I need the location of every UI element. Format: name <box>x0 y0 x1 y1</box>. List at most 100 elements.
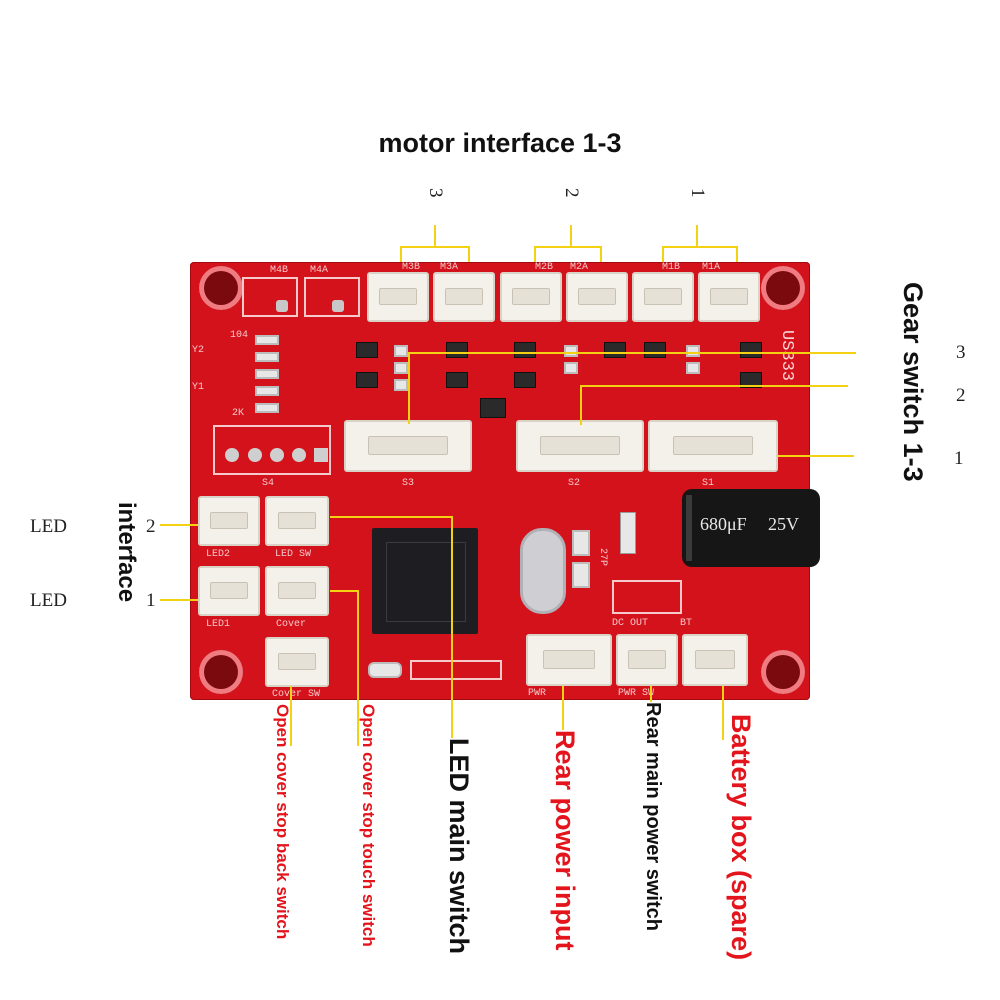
capacitor-27p <box>572 562 590 588</box>
capacitor-stripe <box>686 495 692 561</box>
silk-cover: Cover <box>276 619 307 630</box>
s4-pin <box>248 448 262 462</box>
connector-s3 <box>344 420 472 472</box>
gear-number-1: 1 <box>954 448 964 469</box>
capacitor-27p <box>572 530 590 556</box>
motor-number-2: 2 <box>561 188 582 198</box>
connector-pwr-sw <box>616 634 678 686</box>
mounting-hole-bottom-left <box>199 650 243 694</box>
connector-m2b <box>500 272 562 322</box>
silk-pwr: PWR <box>528 688 547 699</box>
rear-main-power-switch-label: Rear main power switch <box>642 702 664 931</box>
led1-number: 1 <box>146 590 156 611</box>
silk-y2: Y2 <box>192 345 205 356</box>
resistor <box>564 362 578 374</box>
silk-s3: S3 <box>402 478 415 489</box>
silk-m3a: M3A <box>440 262 459 273</box>
transistor <box>356 342 378 358</box>
motor2-bracket <box>534 246 602 248</box>
mounting-hole-top-right <box>761 266 805 310</box>
resistor <box>394 362 408 374</box>
dc-out-pad <box>612 580 682 614</box>
silk-pwr-sw: PWR SW <box>618 688 655 699</box>
resistor <box>255 403 279 413</box>
m4b-pad <box>242 277 298 317</box>
cover-sw-leader <box>290 686 292 746</box>
connector-m1b <box>632 272 694 322</box>
transistor <box>644 342 666 358</box>
resistor <box>255 335 279 345</box>
resistor <box>255 386 279 396</box>
gear1-leader <box>778 455 854 457</box>
silk-m1b: M1B <box>662 262 681 273</box>
pwr-sw-leader <box>650 686 652 702</box>
s4-pin <box>225 448 239 462</box>
connector-m3a <box>433 272 495 322</box>
transistor <box>514 372 536 388</box>
connector-s2 <box>516 420 644 472</box>
gear3-leader <box>408 352 856 354</box>
motor2-bracket-right <box>600 246 602 272</box>
silk-m4a: M4A <box>310 265 329 276</box>
gear-number-2: 2 <box>956 385 966 406</box>
led-interface-label: interface <box>113 502 140 603</box>
led-sw-leader-h <box>330 516 452 518</box>
board-model-label: US333 <box>777 330 796 382</box>
motor3-bracket-left <box>400 246 402 272</box>
motor1-bracket-left <box>662 246 664 272</box>
gear2-leader <box>580 385 848 387</box>
transistor <box>740 372 762 388</box>
motor2-bracket-left <box>534 246 536 272</box>
silk-y1: Y1 <box>192 382 205 393</box>
crystal-oscillator <box>520 528 566 614</box>
connector-m3b <box>367 272 429 322</box>
connector-bt <box>682 634 748 686</box>
connector-pwr <box>526 634 612 686</box>
resistor <box>368 662 402 678</box>
connector-led1 <box>198 566 260 616</box>
resistor <box>394 345 408 357</box>
rear-power-input-label: Rear power input <box>550 730 580 951</box>
silk-dc-out: DC OUT <box>612 618 649 629</box>
pin-header <box>410 660 502 680</box>
led1-leader <box>160 599 200 601</box>
transistor <box>356 372 378 388</box>
capacitor-value: 680μF <box>700 514 747 534</box>
cover-leader-h <box>330 590 358 592</box>
connector-s1 <box>648 420 778 472</box>
capacitor-voltage: 25V <box>768 514 799 534</box>
motor2-leader <box>570 225 572 247</box>
open-cover-back-switch-label: Open cover stop back switch <box>273 704 292 940</box>
cover-leader-v <box>357 590 359 746</box>
silk-led1: LED1 <box>206 619 231 630</box>
resistor <box>686 345 700 357</box>
motor1-bracket-right <box>736 246 738 272</box>
silk-cover-sw: Cover SW <box>272 689 321 700</box>
electrolytic-capacitor <box>682 489 820 567</box>
motor-number-3: 3 <box>425 188 446 198</box>
silk-s1: S1 <box>702 478 715 489</box>
motor-number-1: 1 <box>687 188 708 198</box>
led2-number: 2 <box>146 516 156 537</box>
connector-led-sw <box>265 496 329 546</box>
led-sw-leader-v <box>451 516 453 738</box>
motor1-leader <box>696 225 698 247</box>
s4-pin <box>292 448 306 462</box>
silk-m2b: M2B <box>535 262 554 273</box>
pwr-leader <box>562 686 564 730</box>
resistor <box>255 369 279 379</box>
silk-bt: BT <box>680 618 693 629</box>
connector-m2a <box>566 272 628 322</box>
silk-led2: LED2 <box>206 549 231 560</box>
led2-leader <box>160 524 200 526</box>
microcontroller-chip <box>372 528 478 634</box>
motor3-leader <box>434 225 436 247</box>
s4-header <box>213 425 331 475</box>
s4-pin <box>314 448 328 462</box>
connector-cover-sw <box>265 637 329 687</box>
transistor <box>446 342 468 358</box>
ic-small <box>480 398 506 418</box>
silk-s4: S4 <box>262 478 275 489</box>
silk-m2a: M2A <box>570 262 589 273</box>
motor1-bracket <box>662 246 738 248</box>
